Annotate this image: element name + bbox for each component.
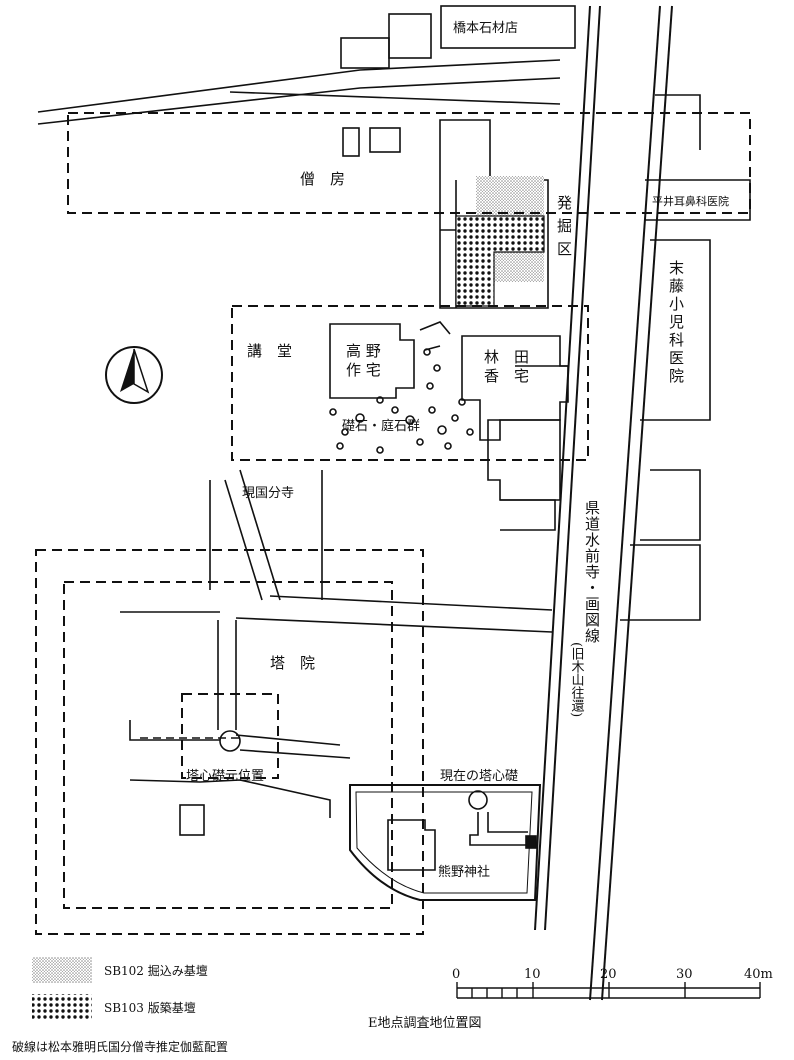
dashed-sobo bbox=[67, 112, 751, 214]
legend-item-sb102: SB102 掘込み基壇 bbox=[104, 962, 208, 979]
building-outlines bbox=[37, 5, 751, 1001]
sb102-area bbox=[476, 176, 544, 216]
excavation-area bbox=[439, 119, 549, 309]
label-ishiya: 橋本石材店 bbox=[453, 21, 518, 36]
dashed-kodo bbox=[231, 305, 589, 461]
scale-tick-20: 20 bbox=[600, 967, 617, 982]
street-top-1 bbox=[37, 59, 561, 113]
label-kodo: 講 堂 bbox=[247, 342, 292, 360]
label-takano: 高 野 bbox=[346, 342, 381, 360]
label-hayashi: 林 田 bbox=[484, 348, 529, 366]
map-title: E地点調査地位置図 bbox=[368, 1016, 482, 1031]
road-edge-right bbox=[589, 5, 661, 1001]
legend-code-sb103: SB103 bbox=[104, 1001, 144, 1015]
label-kumano: 熊野神社 bbox=[438, 864, 490, 880]
takano-house bbox=[329, 323, 415, 399]
kumano-shrine bbox=[349, 784, 542, 901]
building-ishiya bbox=[440, 5, 576, 49]
current-tosshin bbox=[468, 790, 488, 810]
footnote: 破線は松本雅明氏国分僧寺推定伽藍配置 bbox=[12, 1040, 229, 1054]
legend-desc-sb102: 掘込み基壇 bbox=[147, 964, 208, 978]
north-arrow-icon bbox=[105, 346, 163, 404]
label-hayashi-2: 香 宅 bbox=[484, 367, 529, 385]
scale-tick-40: 40m bbox=[744, 967, 773, 982]
label-sobo: 僧 房 bbox=[300, 170, 345, 188]
legend-swatch-sb102 bbox=[32, 957, 92, 983]
legend-item-sb103: SB103 版築基壇 bbox=[104, 999, 196, 1016]
legend-swatch-sb103 bbox=[32, 994, 92, 1020]
label-suefuji: 末藤小児科医院 bbox=[667, 260, 685, 386]
scale-tick-30: 30 bbox=[676, 967, 693, 982]
label-soseki: 礎石・庭石群 bbox=[342, 418, 420, 434]
scale-bar bbox=[456, 982, 761, 999]
building-top-mid bbox=[388, 13, 432, 59]
label-takano-2: 作 宅 bbox=[346, 361, 381, 379]
road-edge-left bbox=[534, 5, 591, 931]
building-top-left bbox=[340, 37, 390, 69]
label-genkokubunji: 現国分寺 bbox=[242, 486, 294, 501]
label-road-sub: (旧木山往還) bbox=[569, 642, 585, 717]
legend-code-sb102: SB102 bbox=[104, 964, 144, 978]
dashed-inner-toin bbox=[63, 581, 393, 909]
dashed-tower-base bbox=[181, 693, 279, 779]
estimated-layout bbox=[35, 112, 751, 935]
street-top-2 bbox=[37, 77, 561, 125]
label-hakkutsu: 発掘区 bbox=[555, 195, 573, 264]
tosshin-original bbox=[219, 730, 241, 752]
legend-desc-sb103: 版築基壇 bbox=[147, 1001, 196, 1015]
stones-cluster bbox=[329, 321, 474, 454]
dashed-outer-toin bbox=[35, 549, 424, 935]
lane-middle bbox=[269, 595, 553, 611]
label-road: 県道水前寺・画図線 bbox=[583, 500, 601, 644]
road-edge-mid bbox=[544, 5, 601, 931]
scale-tick-0: 0 bbox=[452, 967, 460, 982]
label-tosshin: 塔心礎元位置 bbox=[186, 769, 264, 784]
road-edge-right2 bbox=[601, 5, 673, 1001]
scale-tick-10: 10 bbox=[524, 967, 541, 982]
label-jibiika: 平井耳鼻科医院 bbox=[652, 194, 729, 208]
street-top-3 bbox=[229, 91, 561, 105]
label-toin: 塔 院 bbox=[270, 654, 315, 672]
building-sobo-small bbox=[342, 127, 360, 157]
label-genzai-tosshin: 現在の塔心礎 bbox=[440, 769, 518, 784]
